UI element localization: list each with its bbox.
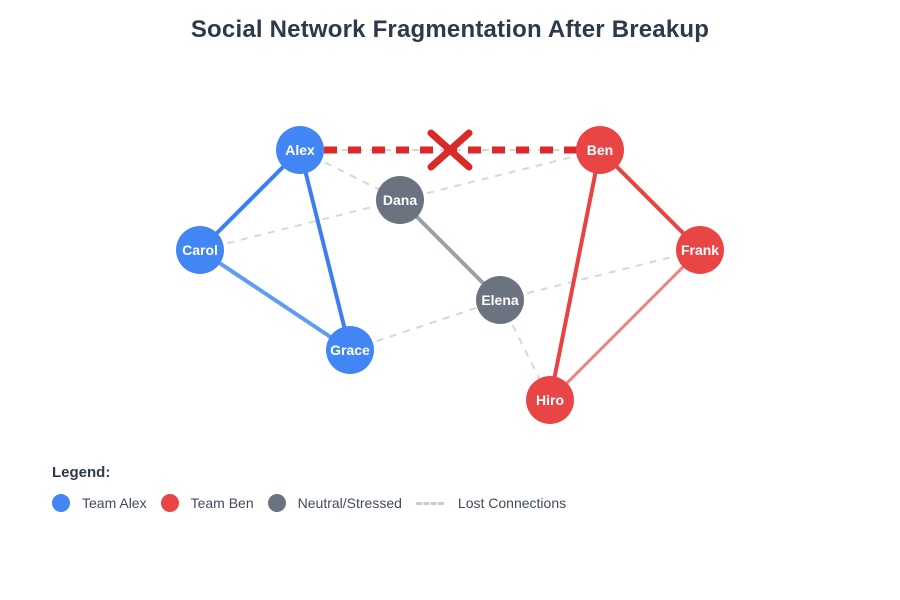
node-label-ben: Ben	[587, 142, 613, 158]
lost-edges-layer	[199, 149, 701, 401]
edge-dana-ben-lost	[399, 149, 601, 201]
edge-alex-grace	[298, 149, 352, 351]
edge-carol-grace	[198, 248, 352, 352]
marker-layer	[427, 129, 473, 171]
node-label-carol: Carol	[182, 242, 218, 258]
node-grace: Grace	[326, 326, 374, 374]
node-label-frank: Frank	[681, 242, 719, 258]
edge-carol-dana-lost	[199, 199, 401, 251]
legend-item-lost-connections: Lost Connections	[415, 495, 567, 511]
node-alex: Alex	[276, 126, 324, 174]
legend-item-team-alex: Team Alex	[52, 494, 147, 512]
neutral-dot-icon	[267, 494, 286, 512]
node-label-hiro: Hiro	[536, 392, 564, 408]
edge-ben-hiro	[548, 149, 602, 401]
legend-item-neutral: Neutral/Stressed	[267, 494, 402, 512]
legend-label-team-alex: Team Alex	[82, 495, 147, 511]
node-label-elena: Elena	[481, 292, 519, 308]
team-ben-dot-icon	[160, 494, 179, 512]
node-frank: Frank	[676, 226, 724, 274]
solid-edges-layer	[198, 148, 702, 402]
node-elena: Elena	[476, 276, 524, 324]
edge-elena-frank-lost	[499, 249, 701, 301]
node-label-alex: Alex	[285, 142, 315, 158]
node-dana: Dana	[376, 176, 424, 224]
legend-item-team-ben: Team Ben	[160, 494, 254, 512]
edge-frank-hiro	[548, 248, 702, 402]
node-carol: Carol	[176, 226, 224, 274]
page-title: Social Network Fragmentation After Break…	[190, 16, 710, 43]
edge-grace-elena-lost	[349, 299, 501, 351]
node-ben: Ben	[576, 126, 624, 174]
node-label-dana: Dana	[383, 192, 417, 208]
legend-label-team-ben: Team Ben	[190, 495, 254, 511]
legend-label-neutral: Neutral/Stressed	[297, 495, 402, 511]
legend-label-lost-connections: Lost Connections	[457, 495, 567, 511]
lost-connection-dash-icon	[415, 501, 444, 505]
break-x-icon	[427, 129, 473, 171]
legend: Legend: Team Alex Team Ben Neutral/Stres…	[52, 464, 580, 512]
node-label-grace: Grace	[330, 342, 370, 358]
legend-row: Team Alex Team Ben Neutral/Stressed Lost…	[52, 494, 580, 512]
legend-heading: Legend:	[52, 464, 111, 481]
team-alex-dot-icon	[52, 494, 70, 512]
node-hiro: Hiro	[526, 376, 574, 424]
